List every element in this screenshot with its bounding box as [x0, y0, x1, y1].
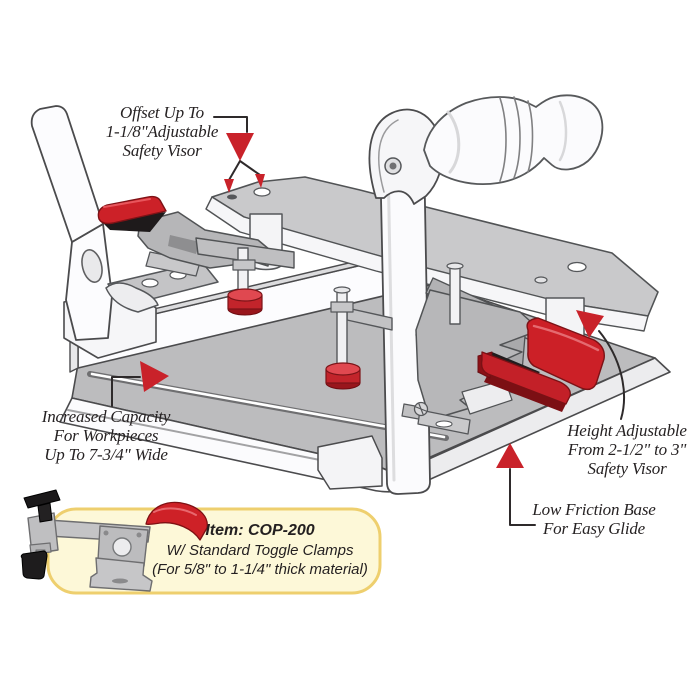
callout-arrowheads	[140, 133, 604, 468]
callout-offset-line2: 1-1/8"Adjustable	[105, 122, 219, 141]
inset-toggle-clamp	[20, 489, 208, 592]
callout-leaders	[111, 116, 625, 526]
right-clamp-red-grip	[526, 317, 605, 391]
callout-capacity-line2: For Workpieces	[53, 426, 159, 445]
callout-capacity-line1: Increased Capacity	[41, 407, 171, 426]
item-number: Item: COP-200	[205, 522, 315, 539]
push-handle	[30, 105, 113, 341]
visor-hole-right2	[534, 276, 548, 284]
callout-capacity: Increased Capacity For Workpieces Up To …	[16, 407, 196, 464]
center-clamp-spindle	[325, 286, 393, 390]
callout-height: Height Adjustable From 2-1/2" to 3" Safe…	[542, 421, 700, 478]
callout-height-line3: Safety Visor	[587, 459, 667, 478]
turned-handle	[423, 94, 604, 185]
center-clamp-foot	[325, 362, 361, 390]
left-clamp-foot	[227, 288, 263, 316]
callout-height-line1: Height Adjustable	[567, 421, 687, 440]
callout-glide-line1: Low Friction Base	[532, 500, 656, 519]
callout-offset-line1: Offset Up To	[120, 103, 204, 122]
glide-arrow	[496, 443, 524, 468]
right-toggle-clamp	[401, 262, 605, 435]
right-clamp-red-pad	[477, 351, 571, 412]
capacity-arrow	[140, 361, 169, 392]
callout-offset-line3: Safety Visor	[122, 141, 202, 160]
height-leader	[598, 330, 625, 420]
left-clamp-red-grip	[97, 195, 167, 225]
height-arrow	[576, 310, 604, 338]
callout-height-line2: From 2-1/2" to 3"	[567, 440, 687, 459]
item-desc: W/ Standard Toggle Clamps	[166, 541, 354, 559]
visor-hole-right	[567, 261, 587, 273]
callout-glide-line2: For Easy Glide	[542, 519, 645, 538]
bracket-screw	[413, 401, 429, 417]
left-toggle-clamp	[97, 195, 295, 316]
item-material-range: (For 5/8" to 1-1/4" thick material)	[152, 561, 368, 578]
capacity-leader	[111, 376, 141, 407]
callout-capacity-line3: Up To 7-3/4" Wide	[44, 445, 168, 464]
offset-subarrow-left	[224, 179, 234, 193]
visor-hole-left	[253, 187, 271, 197]
callout-offset: Offset Up To 1-1/8"Adjustable Safety Vis…	[72, 103, 252, 160]
offset-leader	[213, 116, 248, 133]
item-box-text: Item: COP-200 W/ Standard Toggle Clamps …	[120, 521, 400, 580]
visor-hole-left-slot	[227, 194, 237, 200]
callout-glide: Low Friction Base For Easy Glide	[518, 500, 670, 538]
glide-leader	[509, 468, 536, 526]
offset-arrow	[226, 133, 254, 161]
offset-subarrow-right	[255, 174, 265, 188]
